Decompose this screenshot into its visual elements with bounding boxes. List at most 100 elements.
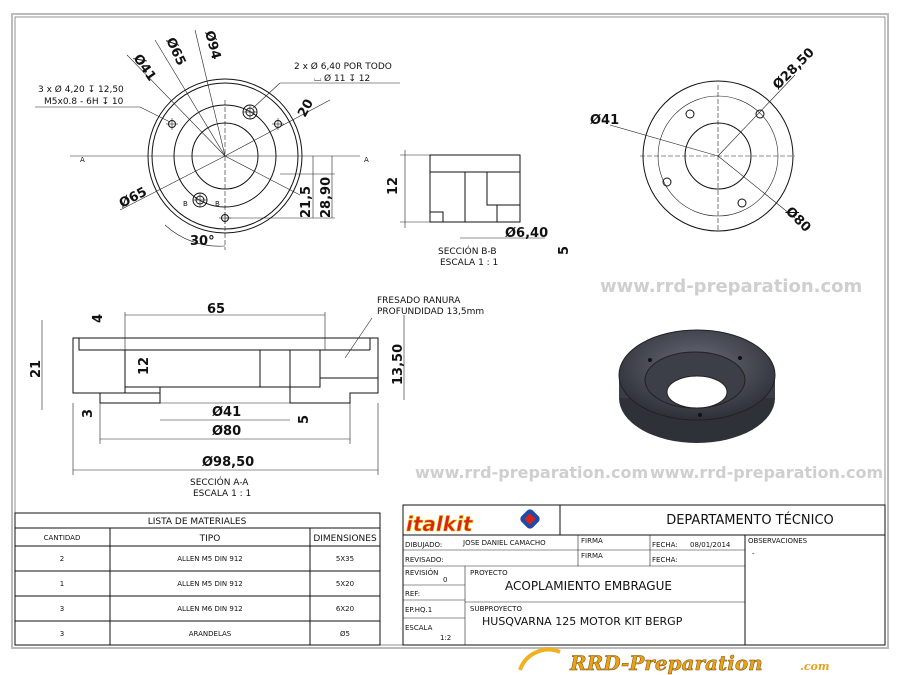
note-milling-1: FRESADO RANURA (377, 296, 461, 306)
table-row: 3 ARANDELAS Ø5 (60, 630, 350, 638)
bom-title: LISTA DE MATERIALES (148, 517, 247, 527)
bom-cell-quantity: 1 (60, 580, 64, 588)
dim-dia-80: Ø80 (782, 204, 813, 235)
date-label: FECHA: (652, 541, 678, 549)
table-row: 2 ALLEN M5 DIN 912 5X35 (60, 555, 354, 563)
dim-dia-41: Ø41 (212, 405, 241, 420)
italkit-logo: italkit (406, 512, 474, 536)
bom-cell-dimensions: Ø5 (340, 630, 350, 638)
bill-of-materials: LISTA DE MATERIALES CANTIDAD TIPO DIMENS… (14, 512, 381, 646)
section-marker-a-right: A (364, 156, 369, 164)
dim-angle-30: 30° (190, 234, 215, 249)
note-tapped-holes-2: M5x0.8 - 6H ↧ 10 (44, 97, 124, 107)
watermark-text: www.rrd-preparation.com (415, 463, 648, 482)
bom-cell-dimensions: 5X35 (336, 555, 354, 563)
note-through-holes-2: ⌴ Ø 11 ↧ 12 (314, 73, 370, 84)
dim-21-5: 21,5 (299, 186, 314, 218)
revision-label: REVISIÓN (405, 568, 438, 577)
dim-3: 3 (81, 409, 96, 418)
bom-header-dimensions: DIMENSIONES (313, 534, 377, 544)
title-block: italkit DEPARTAMENTO TÉCNICO DIBUJADO: J… (402, 504, 886, 646)
watermark-text: www.rrd-preparation.com (600, 276, 862, 297)
scale-label: ESCALA (405, 624, 433, 632)
dim-13-50: 13,50 (391, 344, 406, 385)
dim-5: 5 (297, 415, 312, 424)
note-tapped-holes-1: 3 x Ø 4,20 ↧ 12,50 (38, 84, 124, 95)
table-row: 3 ALLEN M6 DIN 912 6X20 (60, 605, 354, 613)
through-hole (242, 104, 258, 120)
note-milling-2: PROFUNDIDAD 13,5mm (377, 307, 484, 317)
section-a-title: SECCIÓN A-A (190, 476, 249, 488)
bom-cell-type: ALLEN M5 DIN 912 (177, 555, 242, 563)
section-marker-b-left: B (183, 200, 188, 208)
dim-dia-28-50: Ø28,50 (770, 45, 817, 92)
italkit-logo-emblem (520, 509, 540, 529)
date-value: 08/01/2014 (690, 541, 731, 549)
tapped-hole (272, 118, 284, 130)
observations-value: - (752, 550, 755, 558)
section-marker-b-right: B (215, 200, 220, 208)
through-hole (192, 192, 208, 208)
dim-4: 4 (91, 314, 106, 323)
dim-dia-94: Ø94 (201, 29, 223, 61)
dim-5: 5 (557, 246, 572, 255)
signature-label: FIRMA (581, 537, 603, 545)
rrd-logo-text: RRD-Preparation (569, 651, 763, 675)
section-a-scale: ESCALA 1 : 1 (193, 489, 251, 499)
dim-12: 12 (386, 177, 401, 195)
bom-cell-quantity: 3 (60, 630, 64, 638)
front-view: Ø41 Ø65 Ø94 Ø65 3 x Ø 4,20 ↧ 12,50 M5x0.… (35, 29, 400, 250)
dim-dia-65-lower: Ø65 (117, 185, 150, 212)
section-marker-a-left: A (80, 156, 85, 164)
drawn-label: DIBUJADO: (405, 541, 442, 549)
sheet-frame (11, 13, 889, 649)
bom-cell-quantity: 2 (60, 555, 64, 563)
tapped-hole (166, 118, 178, 130)
part-name: ACOPLAMIENTO EMBRAGUE (505, 579, 672, 593)
bom-cell-type: ALLEN M6 DIN 912 (177, 605, 242, 613)
signature-label: FIRMA (581, 552, 603, 560)
rear-view: Ø41 Ø28,50 Ø80 (590, 45, 818, 235)
section-a-a: 65 4 21 12 3 5 13,50 Ø41 Ø80 Ø98,50 FRES… (29, 296, 484, 499)
date-label: FECHA: (652, 556, 678, 564)
dim-65: 65 (207, 302, 225, 317)
part-3d-render (618, 329, 776, 443)
ref-label: REF: (405, 590, 420, 598)
bom-cell-dimensions: 6X20 (336, 605, 354, 613)
watermark: www.rrd-preparation.com www.rrd-preparat… (415, 276, 883, 482)
bom-header-quantity: CANTIDAD (44, 534, 81, 542)
bom-cell-dimensions: 5X20 (336, 580, 354, 588)
bom-header-type: TIPO (199, 534, 221, 544)
dim-20: 20 (295, 97, 317, 120)
dim-dia-80: Ø80 (212, 424, 241, 439)
project-label: PROYECTO (470, 569, 508, 577)
table-row: 1 ALLEN M5 DIN 912 5X20 (60, 580, 354, 588)
revision-value: 0 (443, 576, 447, 584)
dim-21: 21 (29, 360, 44, 378)
department-title: DEPARTAMENTO TÉCNICO (666, 512, 834, 528)
dim-dia-65: Ø65 (162, 35, 188, 68)
subproject-label: SUBPROYECTO (470, 605, 522, 613)
dim-28-90: 28,90 (319, 177, 334, 218)
section-b-b: 12 Ø6,40 5 SECCIÓN B-B ESCALA 1 : 1 (386, 150, 572, 268)
reviewed-label: REVISADO: (405, 556, 444, 564)
ref-value: EP.HQ.1 (405, 606, 432, 614)
bom-cell-type: ARANDELAS (189, 630, 232, 638)
bom-cell-quantity: 3 (60, 605, 64, 613)
rrd-logo-sub: .com (800, 660, 830, 673)
observations-label: OBSERVACIONES (748, 537, 808, 545)
subproject-value: HUSQVARNA 125 MOTOR KIT BERGP (482, 615, 683, 628)
bom-cell-type: ALLEN M5 DIN 912 (177, 580, 242, 588)
scale-value: 1:2 (440, 634, 451, 642)
dim-12: 12 (137, 357, 152, 375)
drawn-value: JOSE DANIEL CAMACHO (462, 539, 546, 547)
section-b-title: SECCIÓN B-B (438, 245, 497, 257)
dim-dia-41: Ø41 (130, 52, 159, 84)
watermark-text: www.rrd-preparation.com (650, 463, 883, 482)
rrd-preparation-logo: RRD-Preparation .com (518, 647, 830, 675)
note-through-holes-1: 2 x Ø 6,40 POR TODO (294, 61, 392, 72)
dim-dia-6-40: Ø6,40 (505, 226, 548, 241)
section-b-scale: ESCALA 1 : 1 (440, 258, 498, 268)
dim-dia-98-50: Ø98,50 (202, 455, 254, 470)
